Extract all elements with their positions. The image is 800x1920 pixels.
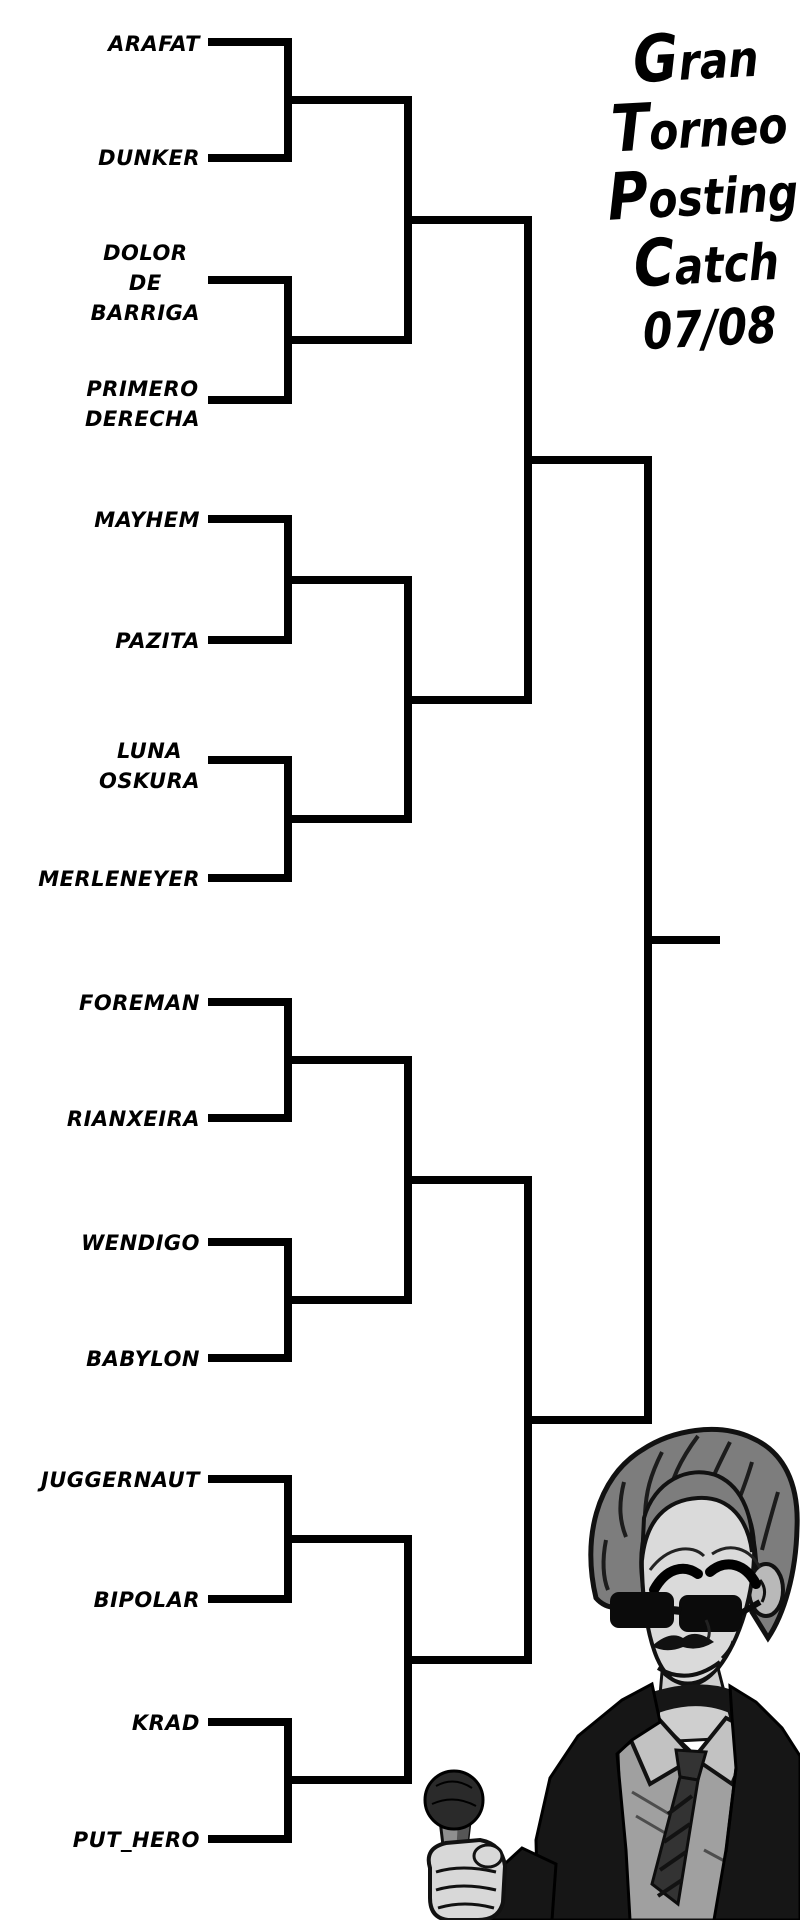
player-label-wendigo: WENDIGO [81,1231,200,1255]
hair-front [640,1470,755,1561]
player-label-put-hero: PUT_HERO [72,1828,200,1852]
bracket-line-horizontal [208,874,292,882]
title-line: Torneo [609,90,789,168]
bracket-line-horizontal [208,276,292,284]
bracket-line-horizontal [524,1416,652,1424]
bracket-line-horizontal [284,815,412,823]
bracket-line-horizontal [284,1296,412,1304]
bracket-line-vertical [644,456,652,1424]
bracket-line-horizontal [208,1718,292,1726]
bracket-line-horizontal [404,1176,532,1184]
player-label-bipolar: BIPOLAR [93,1588,200,1612]
bracket-line-horizontal [284,336,412,344]
player-label-dunker: DUNKER [98,146,200,170]
eyebrows [649,1559,761,1595]
bracket-line-horizontal [208,38,292,46]
bracket-line-horizontal [404,216,532,224]
bracket-line-horizontal [284,1056,412,1064]
bracket-line-horizontal [208,396,292,404]
sunglasses [610,1592,762,1632]
title-line: Catch [631,225,781,303]
player-label-foreman: FOREMAN [79,991,200,1015]
forehead-wrinkles [648,1546,762,1571]
bracket-line-vertical [404,96,412,344]
bracket-line-vertical [284,756,292,882]
thumb [472,1843,504,1869]
bracket-line-horizontal [208,1354,292,1362]
bracket-line-vertical [524,1176,532,1664]
bracket-line-horizontal [208,756,292,764]
announcer-illustration [423,1426,800,1920]
player-label-juggernaut: JUGGERNAUT [40,1468,200,1492]
bracket-line-vertical [284,1718,292,1843]
bracket-line-horizontal [208,1475,292,1483]
bracket-line-vertical [284,1475,292,1603]
bracket-line-vertical [404,1056,412,1304]
mustache [652,1633,714,1651]
player-label-babylon: BABYLON [86,1347,200,1371]
player-label-merleneyer: MERLENEYER [38,867,200,891]
bracket-line-vertical [284,515,292,644]
bracket-line-vertical [284,38,292,162]
bracket-line-horizontal [208,1835,292,1843]
tie-stripes [656,1794,694,1898]
bracket-line-horizontal [208,636,292,644]
title-line: Posting [605,158,800,236]
bracket-line-horizontal [284,96,412,104]
title-line: Gran [631,20,760,99]
bracket-line-vertical [284,998,292,1122]
title-line: 07/08 [641,296,779,362]
bracket-line-horizontal [284,576,412,584]
player-label-pazita: PAZITA [115,629,200,653]
bracket-line-horizontal [208,1238,292,1246]
player-label-primero-derecha: PRIMERO DERECHA [84,377,200,431]
player-label-krad: KRAD [131,1711,200,1735]
bracket-line-vertical [524,216,532,704]
bracket-line-horizontal [208,154,292,162]
bracket-line-vertical [284,276,292,404]
bracket-line-horizontal [404,696,532,704]
player-label-luna-oskura: LUNA OSKURA [99,739,200,793]
mouth [656,1660,722,1678]
bracket-line-horizontal [208,1114,292,1122]
bracket-line-horizontal [284,1776,412,1784]
bracket-line-horizontal [208,515,292,523]
tie [650,1775,700,1907]
bracket-line-vertical [404,576,412,823]
jacket-right [712,1683,800,1920]
bracket-line-vertical [284,1238,292,1362]
bracket-line-vertical [404,1535,412,1784]
bracket-line-horizontal [404,1656,532,1664]
finger-lines [435,1866,497,1910]
bracket-line-horizontal [208,1595,292,1603]
jacket-left [534,1681,662,1920]
player-label-dolor-de-barriga: DOLOR DE BARRIGA [90,241,200,325]
player-label-rianxeira: RIANXEIRA [66,1107,200,1131]
bracket-line-horizontal [644,936,720,944]
player-label-mayhem: MAYHEM [94,508,200,532]
bracket-line-horizontal [524,456,652,464]
player-label-arafat: ARAFAT [108,32,200,56]
bracket-line-horizontal [284,1535,412,1543]
bracket-line-horizontal [208,998,292,1006]
